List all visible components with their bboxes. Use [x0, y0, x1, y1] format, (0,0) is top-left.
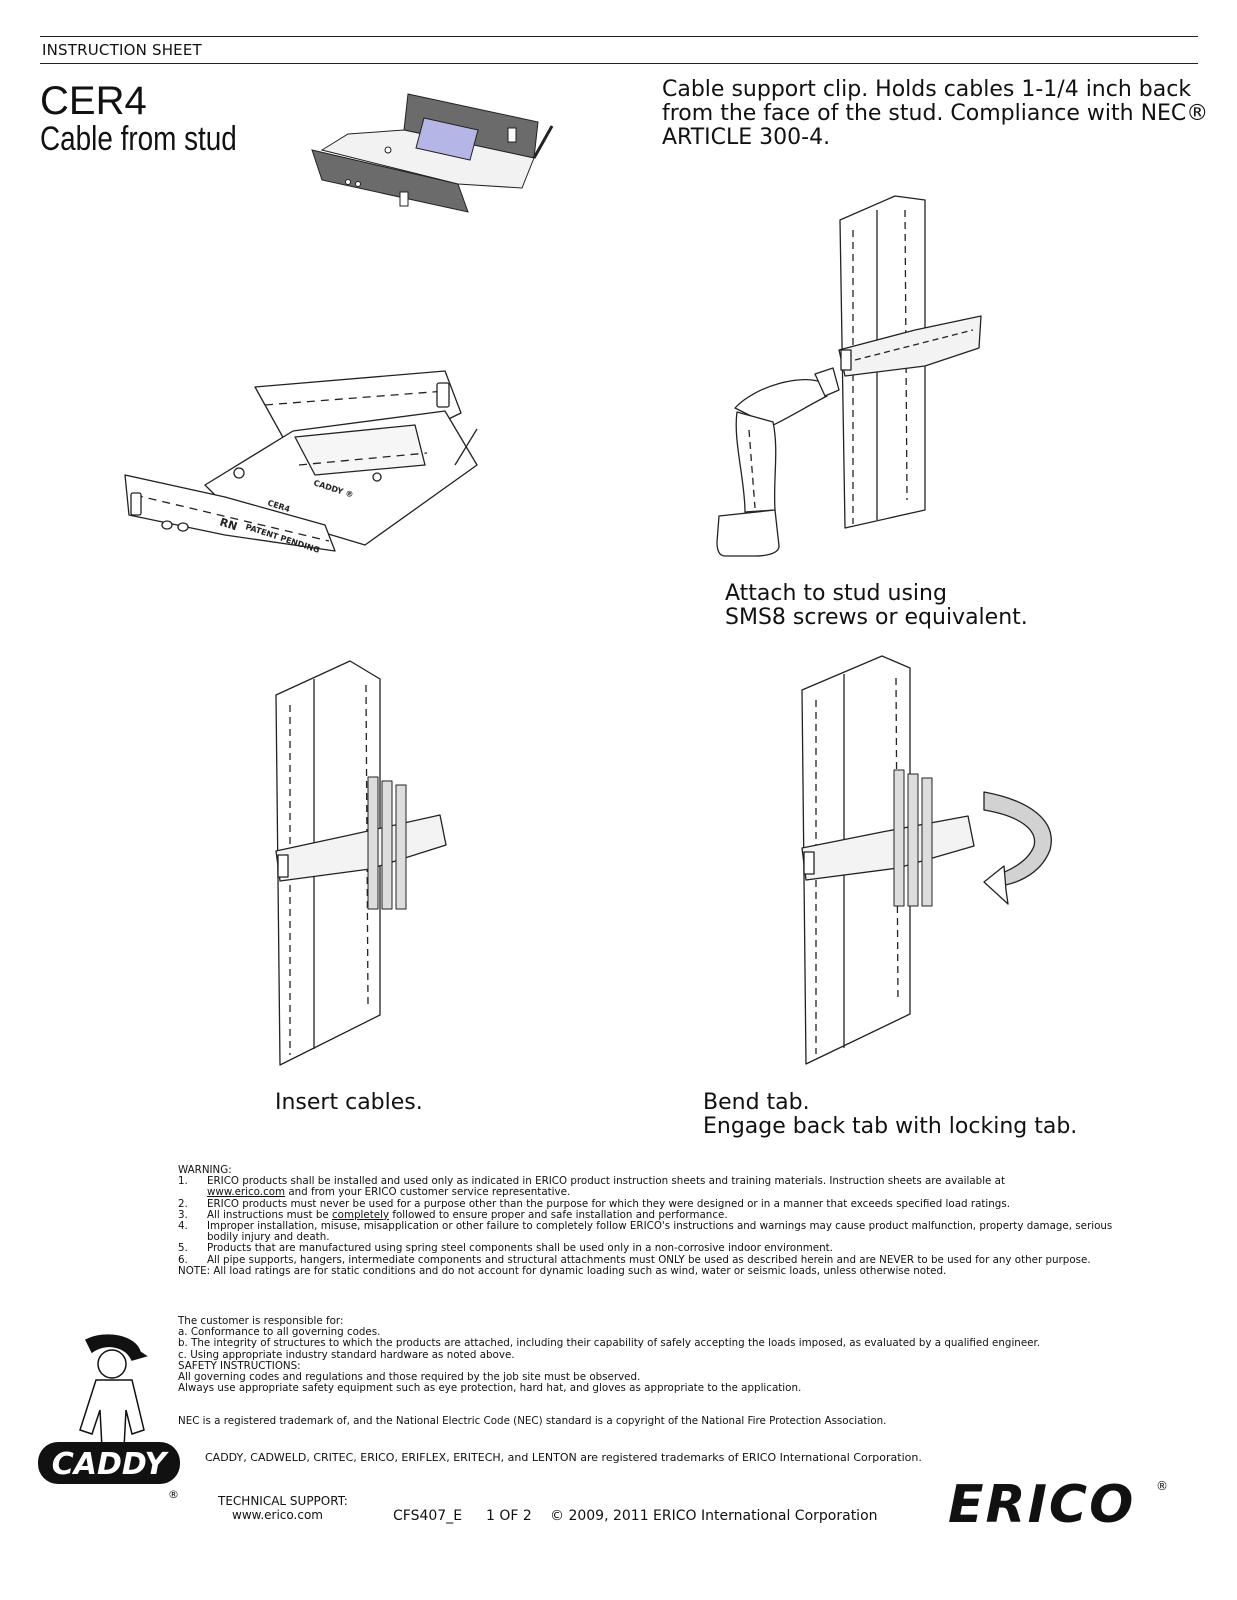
safety-heading: SAFETY INSTRUCTIONS: [178, 1359, 301, 1372]
copyright-notice: © 2009, 2011 ERICO International Corpora… [550, 1508, 878, 1524]
caddy-badge [38, 1442, 180, 1484]
part-rn-marking: RN [218, 515, 239, 533]
warning-section: WARNING: 1. ERICO products shall be inst… [178, 1164, 1138, 1277]
step-insert-illustration [275, 660, 447, 1066]
load-rating-note: NOTE: All load ratings are for static co… [178, 1264, 947, 1277]
model-number: CER4 [40, 79, 147, 123]
safety-line: Always use appropriate safety equipment … [178, 1382, 802, 1395]
erico-registered-mark: ® [1156, 1479, 1168, 1493]
step-attach-caption-line1: Attach to stud using [725, 581, 947, 606]
top-rule [40, 36, 1198, 37]
erico-logo: ERICO ® [948, 1475, 1168, 1535]
step-insert-caption: Insert cables. [275, 1090, 423, 1115]
header-rule [40, 63, 1198, 64]
step-bend-caption-line2: Engage back tab with locking tab. [703, 1114, 1078, 1139]
sheet-type-label: INSTRUCTION SHEET [42, 41, 202, 59]
safety-line: All governing codes and regulations and … [178, 1371, 641, 1384]
product-description: Cable support clip. Holds cables 1-1/4 i… [662, 77, 1209, 150]
customer-heading: The customer is responsible for: [178, 1315, 344, 1327]
warning-item: 4.Improper installation, misuse, misappl… [178, 1220, 1113, 1244]
warning-item: 2.ERICO products must never be used for … [178, 1197, 1010, 1210]
step-attach-illustration [716, 195, 982, 557]
erico-logo-text: ERICO [948, 1475, 1135, 1535]
warning-heading: WARNING: [178, 1164, 232, 1176]
caddy-mascot-logo: CADDY ® [38, 1334, 180, 1501]
customer-item: b. The integrity of structures to which … [178, 1337, 1041, 1350]
step-bend-caption-line1: Bend tab. [703, 1090, 810, 1115]
support-url[interactable]: www.erico.com [232, 1508, 323, 1522]
clip-detail-illustration: CADDY ® CER4 RN PATENT PENDING [124, 370, 478, 555]
customer-responsibility-section: The customer is responsible for: a. Conf… [178, 1315, 1178, 1395]
customer-item: c. Using appropriate industry standard h… [178, 1348, 515, 1361]
product-subtitle: Cable from stud [40, 120, 237, 158]
support-label: TECHNICAL SUPPORT: [218, 1494, 348, 1508]
warning-list: 1. ERICO products shall be installed and… [178, 1175, 1138, 1266]
warning-item: 3. All instructions must be completely f… [178, 1208, 728, 1221]
page-number: 1 OF 2 [486, 1508, 532, 1524]
warning-item: 1. ERICO products shall be installed and… [178, 1175, 1006, 1199]
nec-notice: NEC is a registered trademark of, and th… [178, 1415, 887, 1427]
erico-link[interactable]: www.erico.com [207, 1186, 286, 1199]
step-attach-caption-line2: SMS8 screws or equivalent. [725, 605, 1028, 630]
caddy-registered-mark: ® [168, 1488, 179, 1501]
warning-item: 5.Products that are manufactured using s… [178, 1242, 833, 1255]
clip-thumbnail-illustration [311, 93, 554, 213]
caddy-logo-text: CADDY [52, 1447, 170, 1482]
document-code: CFS407_E [393, 1508, 463, 1524]
warning-item: 6.All pipe supports, hangers, intermedia… [178, 1253, 1091, 1266]
trademarks-notice: CADDY, CADWELD, CRITEC, ERICO, ERIFLEX, … [205, 1451, 922, 1464]
step-bend-illustration [801, 655, 1052, 1065]
customer-item: a. Conformance to all governing codes. [178, 1326, 381, 1339]
